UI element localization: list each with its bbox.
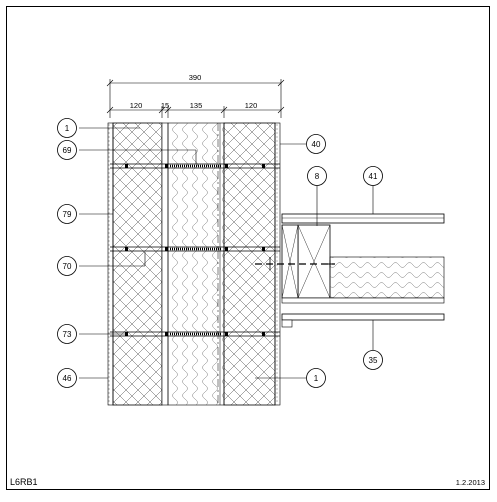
callout-label: 69 bbox=[63, 146, 72, 155]
dimension-lines bbox=[106, 79, 285, 118]
dim-segment-1: 120 bbox=[130, 101, 143, 110]
dim-total: 390 bbox=[189, 73, 202, 82]
callout-label: 8 bbox=[315, 172, 320, 181]
callout-circle bbox=[306, 368, 326, 388]
callout-label: 35 bbox=[369, 356, 378, 365]
callout-label: 73 bbox=[63, 330, 72, 339]
callout-label: 1 bbox=[314, 374, 319, 383]
ceiling-board bbox=[281, 313, 445, 321]
floor-underside bbox=[281, 297, 445, 304]
leader-lines bbox=[79, 127, 374, 379]
drawing-frame bbox=[6, 6, 490, 490]
callout-circle bbox=[57, 140, 77, 160]
callout-label: 79 bbox=[63, 210, 72, 219]
joint-bands bbox=[110, 163, 280, 337]
callout-circle bbox=[306, 134, 326, 154]
fastener-dots bbox=[125, 164, 265, 336]
dim-segment-3: 135 bbox=[190, 101, 203, 110]
callout-circle bbox=[363, 166, 383, 186]
insulation-core bbox=[167, 122, 225, 406]
floor-insulation bbox=[329, 256, 445, 299]
callout-circle bbox=[57, 256, 77, 276]
callout-circle bbox=[57, 204, 77, 224]
callout-circle bbox=[57, 324, 77, 344]
callout-label: 46 bbox=[63, 374, 72, 383]
wall-layers bbox=[107, 122, 281, 406]
dim-segment-4: 120 bbox=[245, 101, 258, 110]
floor-connection bbox=[255, 213, 445, 328]
callout-label: 70 bbox=[63, 262, 72, 271]
callouts-left: 1 69 79 70 73 46 bbox=[57, 118, 77, 388]
clt-panel-left bbox=[112, 122, 163, 406]
callouts-right: 40 8 41 35 1 bbox=[306, 134, 383, 388]
callout-circle bbox=[363, 350, 383, 370]
dim-segment-2: 15 bbox=[161, 101, 169, 110]
sheet-code: L6RB1 bbox=[10, 477, 38, 487]
sheet-date: 1.2.2013 bbox=[455, 478, 485, 487]
callout-label: 41 bbox=[369, 172, 378, 181]
callout-label: 40 bbox=[312, 140, 321, 149]
floor-board-top bbox=[281, 213, 445, 224]
callout-circle bbox=[307, 166, 327, 186]
callout-circle bbox=[57, 118, 77, 138]
callout-label: 1 bbox=[65, 124, 70, 133]
callout-circle bbox=[57, 368, 77, 388]
outer-board bbox=[107, 122, 114, 406]
